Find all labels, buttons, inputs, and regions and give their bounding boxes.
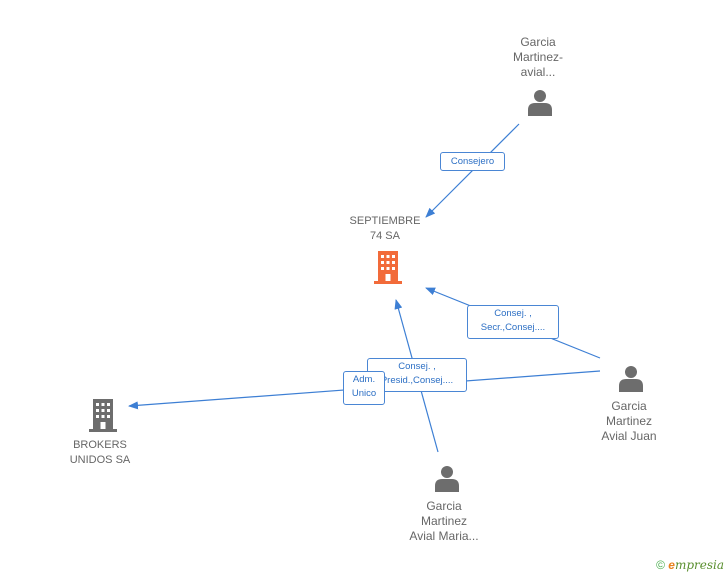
septiembre-label[interactable]: SEPTIEMBRE 74 SA bbox=[335, 214, 435, 244]
person-bottom-icon[interactable] bbox=[432, 464, 462, 494]
person-right-name-line3: Avial Juan bbox=[601, 429, 657, 443]
edge-label-bottom-to-septiembre-line2: Presid.,Consej.... bbox=[380, 375, 454, 386]
edge-label-right-to-septiembre-line1: Consej. , bbox=[494, 308, 532, 319]
edge-label-right-to-brokers-line1: Adm. bbox=[352, 374, 376, 385]
brokers-name-line2: UNIDOS SA bbox=[69, 454, 131, 466]
copyright-icon: © bbox=[656, 558, 665, 572]
edge-label-bottom-to-septiembre-line1: Consej. , bbox=[398, 361, 436, 372]
septiembre-building-icon[interactable] bbox=[372, 249, 404, 285]
person-right-label[interactable]: Garcia Martinez Avial Juan bbox=[579, 399, 679, 444]
edge-label-consejero-text: Consejero bbox=[450, 156, 495, 167]
person-right-icon[interactable] bbox=[616, 364, 646, 394]
edge-label-right-to-brokers-line2: Unico bbox=[351, 388, 377, 399]
person-top-name-line3: avial... bbox=[520, 65, 556, 79]
person-bottom-name-line3: Avial Maria... bbox=[409, 529, 479, 543]
septiembre-name-line2: 74 SA bbox=[370, 230, 400, 242]
brokers-name-line1: BROKERS bbox=[73, 439, 127, 451]
empresia-logo-initial: e bbox=[668, 558, 675, 572]
septiembre-name-line1: SEPTIEMBRE bbox=[349, 215, 421, 227]
empresia-logo-text: mpresia bbox=[674, 558, 724, 572]
person-right-name-line1: Garcia bbox=[611, 399, 647, 413]
edge-label-right-to-septiembre-line2: Secr.,Consej.... bbox=[480, 322, 546, 333]
person-top-label[interactable]: Garcia Martinez- avial... bbox=[488, 35, 588, 80]
person-top-name-line1: Garcia bbox=[520, 35, 556, 49]
edge-label-consejero[interactable]: Consejero bbox=[440, 152, 505, 171]
person-top-name-line2: Martinez- bbox=[512, 50, 563, 64]
person-top-icon[interactable] bbox=[525, 88, 555, 118]
empresia-watermark: © empresia bbox=[656, 558, 724, 572]
brokers-label[interactable]: BROKERS UNIDOS SA bbox=[50, 438, 150, 468]
edge-label-right-to-brokers[interactable]: Adm. Unico bbox=[343, 371, 385, 405]
person-bottom-label[interactable]: Garcia Martinez Avial Maria... bbox=[394, 499, 494, 544]
edge-label-right-to-septiembre[interactable]: Consej. , Secr.,Consej.... bbox=[467, 305, 559, 339]
person-bottom-name-line1: Garcia bbox=[426, 499, 462, 513]
person-bottom-name-line2: Martinez bbox=[420, 514, 467, 528]
brokers-building-icon[interactable] bbox=[87, 397, 119, 433]
person-right-name-line2: Martinez bbox=[605, 414, 652, 428]
